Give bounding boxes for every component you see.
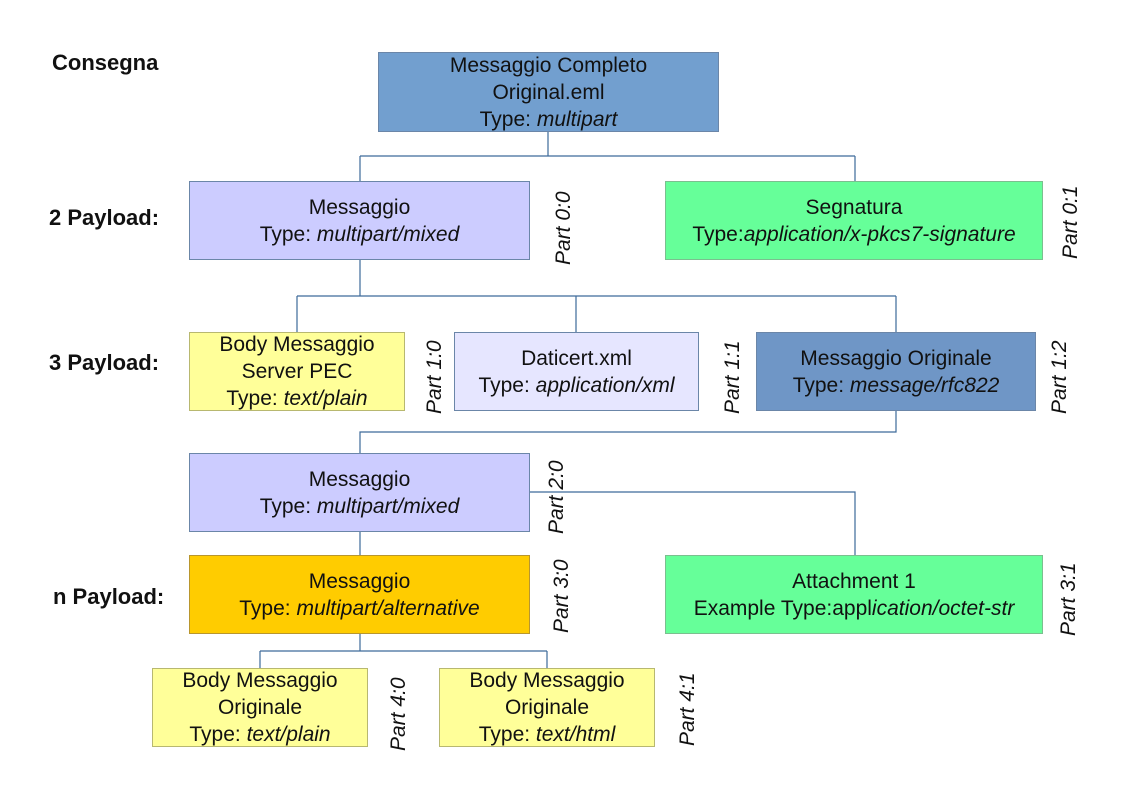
node-type-line: Type: multipart/alternative: [239, 595, 479, 622]
node-type-line: Type: multipart/mixed: [260, 221, 460, 248]
node-line-2: Server PEC: [241, 360, 353, 383]
node-messaggio-completo: Messaggio Completo Original.eml Type: mu…: [378, 52, 719, 132]
node-line-1: Body Messaggio: [469, 669, 625, 692]
part-label-2-0: Part 2:0: [545, 460, 568, 534]
connector-alternative-children: [259, 634, 548, 668]
part-label-0-1: Part 0:1: [1059, 185, 1082, 259]
node-line-1: Attachment 1: [792, 569, 916, 593]
type-value: multipart/alternative: [296, 596, 480, 620]
node-line-2: Originale: [217, 696, 303, 719]
type-prefix: Type:: [692, 222, 744, 246]
level-n-payload-label: n Payload:: [53, 584, 165, 609]
node-type-line: Example Type:application/octet-str: [694, 595, 1015, 622]
type-value: application/x-pkcs7-signature: [743, 222, 1016, 246]
type-value: message/rfc822: [849, 373, 1000, 397]
type-prefix: Type:: [479, 107, 537, 131]
connector-mixed1-children: [296, 260, 897, 332]
node-line-1: Daticert.xml: [521, 346, 632, 370]
node-line-1: Messaggio Completo: [449, 53, 648, 77]
node-type-line: Type: text/plain: [226, 385, 367, 412]
part-label-4-0: Part 4:0: [387, 677, 410, 751]
node-type-line: Type: text/html: [479, 721, 616, 748]
type-prefix: Type:: [226, 387, 284, 410]
part-label-1-1: Part 1:1: [721, 340, 744, 414]
node-line-1: Body Messaggio: [182, 669, 338, 692]
type-prefix: Type:: [259, 222, 317, 246]
part-label-3-1: Part 3:1: [1057, 562, 1080, 636]
type-value: application/xml: [535, 373, 675, 397]
part-label-3-0: Part 3:0: [550, 559, 573, 633]
type-prefix: Example Type:appl: [693, 596, 872, 620]
type-value: text/plain: [246, 723, 331, 746]
connector-root-children: [359, 132, 856, 181]
node-messaggio-originale: Messaggio Originale Type: message/rfc822: [756, 332, 1036, 411]
type-value: ication/octet-str: [871, 596, 1015, 620]
node-type-line: Type: multipart/mixed: [260, 493, 460, 520]
node-attachment-1: Attachment 1 Example Type:application/oc…: [665, 555, 1043, 634]
node-body-messaggio-server-pec: Body Messaggio Server PEC Type: text/pla…: [189, 332, 405, 411]
node-type-line: Type: multipart: [480, 106, 618, 133]
node-type-line: Type: message/rfc822: [793, 372, 1000, 399]
type-prefix: Type:: [189, 723, 247, 746]
level-3-payload-label: 3 Payload:: [49, 350, 160, 375]
type-value: multipart/mixed: [316, 494, 460, 518]
level-2-payload-label: 2 Payload:: [49, 205, 160, 230]
diagram-title: Consegna: [52, 50, 159, 75]
node-line-1: Body Messaggio: [219, 333, 375, 356]
node-line-1: Messaggio Originale: [800, 346, 992, 370]
node-messaggio-alternative: Messaggio Type: multipart/alternative: [189, 555, 530, 634]
node-line-1: Segnatura: [805, 195, 903, 219]
node-body-originale-plain: Body Messaggio Originale Type: text/plai…: [152, 668, 368, 747]
part-label-1-0: Part 1:0: [423, 340, 446, 414]
node-line-2: Originale: [504, 696, 590, 719]
connector-original-to-mixed2: [359, 411, 897, 453]
type-prefix: Type:: [259, 494, 317, 518]
part-label-4-1: Part 4:1: [676, 672, 699, 746]
node-body-originale-html: Body Messaggio Originale Type: text/html: [439, 668, 655, 747]
part-label-1-2: Part 1:2: [1048, 340, 1071, 414]
node-line-1: Messaggio: [308, 569, 411, 593]
part-label-0-0: Part 0:0: [552, 191, 575, 265]
node-type-line: Type:application/x-pkcs7-signature: [692, 221, 1015, 248]
type-value: multipart/mixed: [316, 222, 460, 246]
node-daticert-xml: Daticert.xml Type: application/xml: [454, 332, 699, 411]
type-prefix: Type:: [478, 373, 536, 397]
node-type-line: Type: application/xml: [478, 372, 674, 399]
node-line-2: Original.eml: [492, 80, 605, 104]
type-prefix: Type:: [239, 596, 297, 620]
node-messaggio-mixed-2: Messaggio Type: multipart/mixed: [189, 453, 530, 532]
node-segnatura: Segnatura Type:application/x-pkcs7-signa…: [665, 181, 1043, 260]
type-value: text/html: [535, 723, 616, 746]
node-type-line: Type: text/plain: [189, 721, 330, 748]
node-line-1: Messaggio: [308, 467, 411, 491]
type-prefix: Type:: [478, 723, 536, 746]
type-value: text/plain: [283, 387, 368, 410]
type-value: multipart: [536, 107, 618, 131]
node-line-1: Messaggio: [308, 195, 411, 219]
type-prefix: Type:: [792, 373, 850, 397]
node-messaggio-mixed-1: Messaggio Type: multipart/mixed: [189, 181, 530, 260]
connector-mixed2-children: [359, 491, 856, 555]
